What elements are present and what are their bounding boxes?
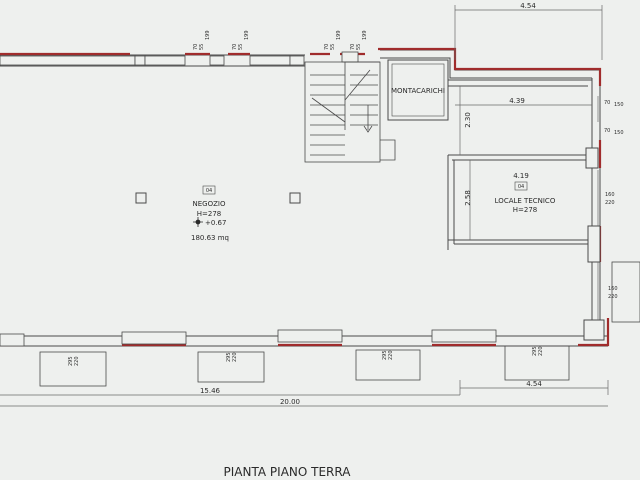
shop-area: 180.63 mq (191, 234, 229, 242)
tech-height: H=278 (513, 206, 538, 214)
svg-text:295: 295 (382, 350, 388, 360)
bottom-window-labels: 295 220 295 220 295 220 295 220 (68, 346, 544, 366)
svg-text:199: 199 (362, 30, 368, 40)
tech-badge: 04 (518, 184, 524, 190)
shop-badge: 04 (206, 188, 212, 194)
svg-text:220: 220 (74, 356, 80, 366)
svg-text:55: 55 (356, 44, 362, 50)
svg-text:55: 55 (238, 44, 244, 50)
dim-upper-room-width: 4.39 (509, 97, 525, 105)
svg-text:150: 150 (614, 102, 624, 108)
dimension-lines (0, 5, 609, 407)
staircase (304, 61, 396, 163)
tech-room-label: 4.19 04 LOCALE TECNICO H=278 (495, 172, 556, 214)
svg-text:160: 160 (605, 192, 615, 198)
svg-text:70: 70 (350, 44, 356, 50)
svg-text:160: 160 (608, 286, 618, 292)
dim-upper-room-depth: 2.30 (464, 112, 472, 128)
shop-height: H=278 (197, 210, 222, 218)
tech-name: LOCALE TECNICO (495, 197, 556, 205)
svg-text:70: 70 (324, 44, 330, 50)
svg-text:220: 220 (538, 346, 544, 356)
shop-level: +0.67 (205, 219, 226, 227)
plan-title: PIANTA PIANO TERRA (224, 465, 352, 479)
svg-text:70: 70 (604, 100, 610, 106)
svg-text:70: 70 (193, 44, 199, 50)
svg-text:295: 295 (532, 346, 538, 356)
lift-shaft (387, 59, 449, 121)
shop-room-label: 04 NEGOZIO H=278 +0.67 180.63 mq (191, 185, 229, 242)
right-opening-labels: 70 150 70 150 160 220 160 220 (604, 100, 624, 300)
exterior-planters (39, 261, 640, 387)
dim-top-right: 4.54 (520, 2, 536, 10)
svg-text:220: 220 (608, 294, 618, 300)
svg-text:70: 70 (232, 44, 238, 50)
svg-text:199: 199 (205, 30, 211, 40)
svg-text:199: 199 (244, 30, 250, 40)
bottom-windows (0, 329, 497, 347)
dim-bottom-right: 4.54 (526, 380, 542, 388)
svg-text:295: 295 (68, 356, 74, 366)
svg-text:70: 70 (604, 128, 610, 134)
svg-text:295: 295 (226, 352, 232, 362)
top-windows (0, 51, 359, 66)
svg-text:220: 220 (388, 350, 394, 360)
top-window-labels: 70 55 199 70 55 199 70 55 199 70 55 199 (193, 30, 368, 50)
columns (135, 192, 301, 204)
svg-text:55: 55 (199, 44, 205, 50)
dim-tech-depth: 2.58 (464, 190, 472, 206)
internal-partitions (447, 79, 605, 341)
shop-name: NEGOZIO (193, 200, 226, 208)
lift-label: MONTACARICHI (391, 87, 445, 95)
svg-text:150: 150 (614, 130, 624, 136)
svg-text:199: 199 (336, 30, 342, 40)
svg-text:220: 220 (605, 200, 615, 206)
dim-bottom-left: 15.46 (200, 387, 221, 395)
level-marker-icon (193, 217, 203, 227)
svg-text:220: 220 (232, 352, 238, 362)
tech-width-dim: 4.19 (513, 172, 529, 180)
dim-total: 20.00 (280, 398, 300, 406)
svg-text:55: 55 (330, 44, 336, 50)
